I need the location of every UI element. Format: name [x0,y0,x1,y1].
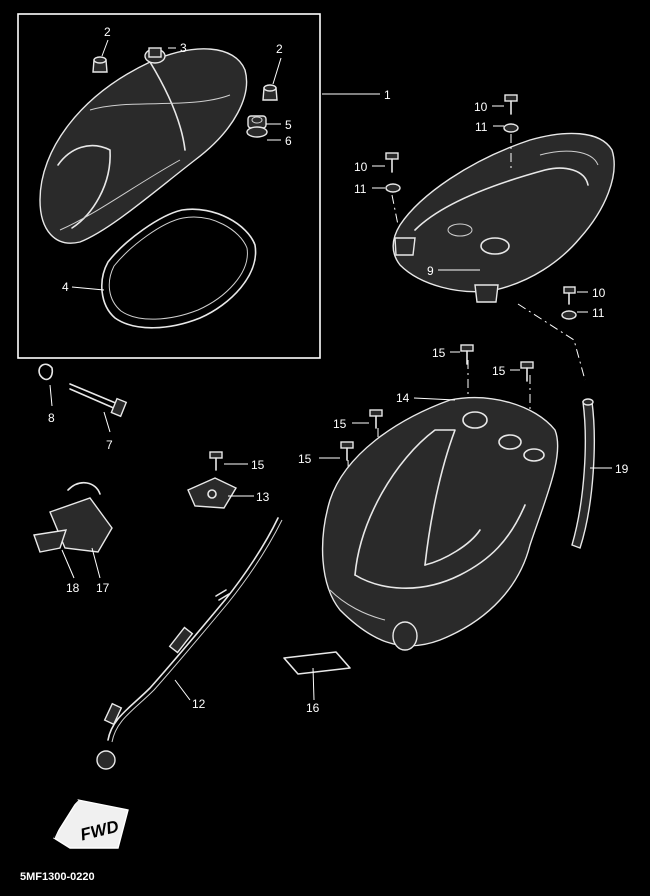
callout-11-left: 11 [354,182,367,196]
seat-seal [101,208,257,329]
bolt-10-right [561,286,577,320]
screw-15-e [209,451,223,471]
callout-2-left: 2 [104,25,111,39]
callout-13: 13 [256,490,270,504]
callout-6: 6 [285,134,292,148]
callout-5: 5 [285,118,292,132]
callout-12: 12 [192,697,206,711]
callout-1: 1 [384,88,391,102]
bumper-and-collar [246,115,268,138]
callout-4: 4 [62,280,69,294]
callout-7: 7 [106,438,113,452]
seat-pin-bolt [69,383,128,418]
callout-16: 16 [306,701,320,715]
screw-15-b [520,361,534,382]
drawing-code: 5MF1300-0220 [20,871,95,883]
bolt-10-left [385,152,401,193]
seat-damper-left [92,56,108,73]
storage-box [321,396,559,651]
seat-assembly-frame [17,13,321,359]
bolt-10-top [503,94,519,133]
callout-15-d: 15 [298,452,312,466]
callout-3: 3 [180,41,187,55]
leader-lines [49,39,612,701]
callout-11-right: 11 [592,306,605,320]
callout-9: 9 [427,264,434,278]
seat-damper-right [262,84,278,101]
callout-15-c: 15 [333,417,347,431]
callout-15-b: 15 [492,364,506,378]
callout-15-a: 15 [432,346,446,360]
callout-11-top: 11 [475,120,488,134]
screw-15-a [460,344,474,365]
carrier [392,132,615,303]
callout-19: 19 [615,462,629,476]
callout-10-top: 10 [474,100,488,114]
screw-15-d [340,441,354,461]
callout-8: 8 [48,411,55,425]
callout-17: 17 [96,581,110,595]
callout-15-e: 15 [251,458,265,472]
callout-2-right: 2 [276,42,283,56]
clip [38,363,54,381]
callout-10-left: 10 [354,160,368,174]
drain-hose [571,398,595,549]
seat [39,48,248,244]
callout-labels: 1 2 2 3 4 5 6 7 8 9 10 10 10 11 11 11 12… [48,25,629,715]
cable-clamp [33,529,68,553]
bracket-plate [187,477,237,509]
screw-15-c [369,409,383,429]
seat-lock-stud [144,47,166,64]
callout-14: 14 [396,391,410,405]
seat-lock-cable [96,517,283,770]
caution-label [283,651,351,675]
forward-arrow-icon: FWD [53,799,129,849]
callout-10-right: 10 [592,286,606,300]
callout-18: 18 [66,581,80,595]
